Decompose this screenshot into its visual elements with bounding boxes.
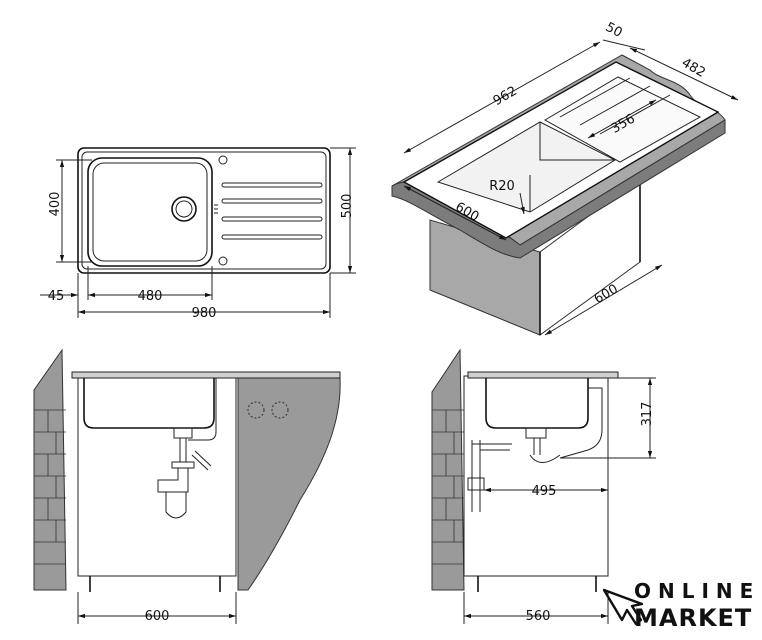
drainer-groove [221,182,323,188]
dim-560: 560 [526,609,551,624]
top-view: 400 500 45 480 980 [40,147,356,321]
cabinet-front [77,375,237,577]
side-section: 317 495 560 [431,348,656,624]
side-panel [237,377,341,591]
tap-hole [218,155,228,165]
dim-480: 480 [138,289,163,304]
online-market-logo: ONLINE MARKET [602,579,760,632]
logo-line2: MARKET [634,604,752,632]
bowl-outline [87,157,213,267]
dim-500: 500 [340,194,355,219]
sink-outline [77,147,331,274]
dim-45: 45 [48,289,65,304]
dim-400: 400 [48,192,63,217]
logo-line1: ONLINE [634,579,760,603]
brick-wall-left [33,348,67,591]
brick-wall-right [431,348,465,591]
hole [247,401,265,419]
drain-hole [171,196,197,222]
dim-980: 980 [192,306,217,321]
bowl-section [83,378,215,429]
dim-50: 50 [603,20,625,41]
dim-962: 962 [491,84,520,109]
dim-482: 482 [679,55,708,80]
iso-view: 962 50 482 356 R20 600 600 [391,20,739,336]
dim-r20: R20 [489,179,515,194]
dim-600-front: 600 [145,609,170,624]
cursor-icon [602,588,644,626]
dim-317: 317 [640,402,655,427]
cabinet-side [463,375,609,577]
front-section: 600 [33,348,341,624]
dim-495: 495 [532,484,557,499]
